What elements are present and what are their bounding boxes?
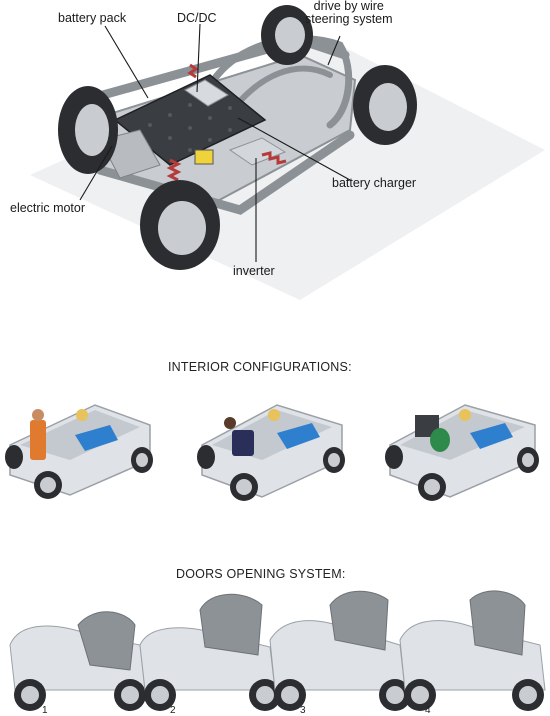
interior-config-3 xyxy=(370,385,548,510)
leader-lines xyxy=(79,23,351,262)
chassis-illustration: battery pack DC/DC drive by wire steerin… xyxy=(0,0,550,300)
passenger-figure-dark xyxy=(232,430,254,456)
wheel-rear-right xyxy=(353,65,417,145)
warning-label xyxy=(194,149,214,165)
interior-config-2 xyxy=(182,385,357,510)
wheel-front-right xyxy=(140,180,220,270)
interior-config-1 xyxy=(0,385,175,510)
chassis-drawing xyxy=(30,5,545,300)
label-drive-by-wire: drive by wire steering system xyxy=(305,0,393,26)
door-step-number-2: 2 xyxy=(170,705,176,716)
doors-sequence: 1 2 3 4 xyxy=(0,585,550,716)
steering-frame xyxy=(201,35,353,129)
wheel-rear-left xyxy=(261,5,313,65)
label-dcdc: DC/DC xyxy=(177,11,217,25)
door-step-number-4: 4 xyxy=(425,705,431,716)
suspension-springs xyxy=(166,63,287,182)
label-electric-motor: electric motor xyxy=(10,201,86,215)
door-step-1-car xyxy=(9,611,146,711)
label-battery-charger: battery charger xyxy=(332,176,417,190)
interior-heading: INTERIOR CONFIGURATIONS: xyxy=(168,360,352,374)
dcdc-box xyxy=(184,79,229,107)
label-inverter: inverter xyxy=(233,264,275,278)
seat-blue xyxy=(75,425,118,451)
door-step-number-1: 1 xyxy=(42,705,48,716)
door-step-4-car xyxy=(399,590,546,711)
luggage-bag xyxy=(430,428,450,452)
door-step-3-car xyxy=(269,590,411,711)
seat-blue xyxy=(277,423,320,449)
charger-box xyxy=(228,137,287,166)
wheel-front-left xyxy=(58,86,118,174)
passenger-figure-orange xyxy=(30,420,46,460)
doors-heading: DOORS OPENING SYSTEM: xyxy=(176,567,346,581)
door-step-2-car xyxy=(139,593,281,711)
label-battery-pack: battery pack xyxy=(58,11,127,25)
seat-blue xyxy=(470,423,513,449)
door-step-number-3: 3 xyxy=(300,705,306,716)
